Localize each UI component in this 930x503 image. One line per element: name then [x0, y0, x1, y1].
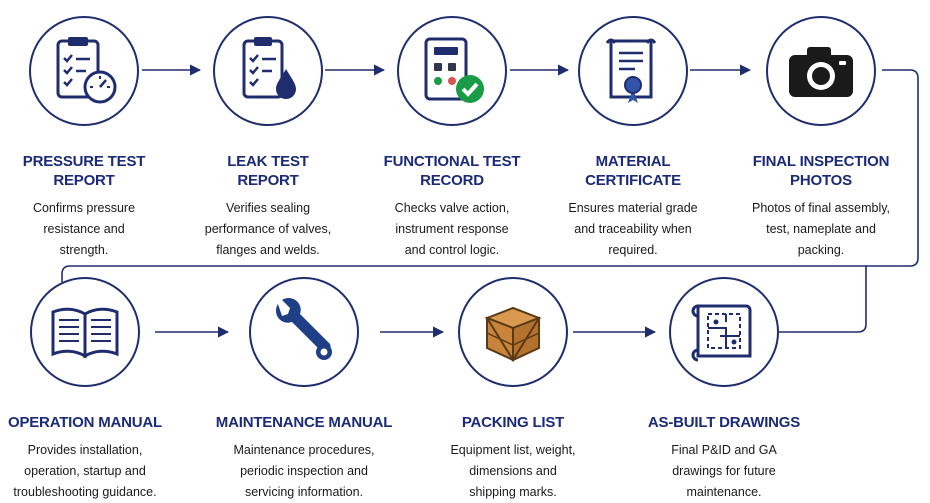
step-title: OPERATION MANUAL — [7, 414, 162, 431]
clipboard-gauge-icon — [56, 37, 117, 104]
pressure-test-icon-circle — [29, 16, 139, 126]
wrench-icon — [275, 297, 332, 360]
wooden-crate-icon — [484, 306, 542, 362]
step-maintenance-manual: MAINTENANCE MANUAL Maintenance procedure… — [212, 277, 396, 503]
functional-test-icon-circle — [397, 16, 507, 126]
final-inspection-icon-circle — [766, 16, 876, 126]
clipboard-drop-icon — [242, 37, 296, 99]
camera-icon — [789, 47, 853, 97]
leak-test-icon-circle — [213, 16, 323, 126]
step-title: AS-BUILT DRAWINGS — [647, 414, 801, 431]
step-description: Provides installation,operation, startup… — [13, 443, 157, 499]
material-certificate-icon-circle — [578, 16, 688, 126]
return-connector — [61, 69, 919, 282]
blueprint-icon — [691, 304, 752, 362]
step-title: MAINTENANCE MANUAL — [215, 414, 393, 431]
maintenance-manual-icon-circle — [249, 277, 359, 387]
packing-list-icon-circle — [458, 277, 568, 387]
certificate-icon — [605, 38, 657, 103]
step-description: Maintenance procedures,periodic inspecti… — [233, 443, 375, 499]
step-packing-list: PACKING LIST Equipment list, weight,dime… — [425, 277, 601, 503]
step-description: Photos of final assembly,test, nameplate… — [751, 201, 891, 257]
right-connector-stub — [778, 266, 867, 333]
as-built-drawings-icon-circle — [669, 277, 779, 387]
open-book-icon — [51, 307, 119, 359]
step-operation-manual: OPERATION MANUAL Provides installation,o… — [0, 277, 173, 503]
step-title: PACKING LIST — [461, 414, 565, 431]
control-panel-check-icon — [424, 37, 484, 103]
operation-manual-icon-circle — [30, 277, 140, 387]
